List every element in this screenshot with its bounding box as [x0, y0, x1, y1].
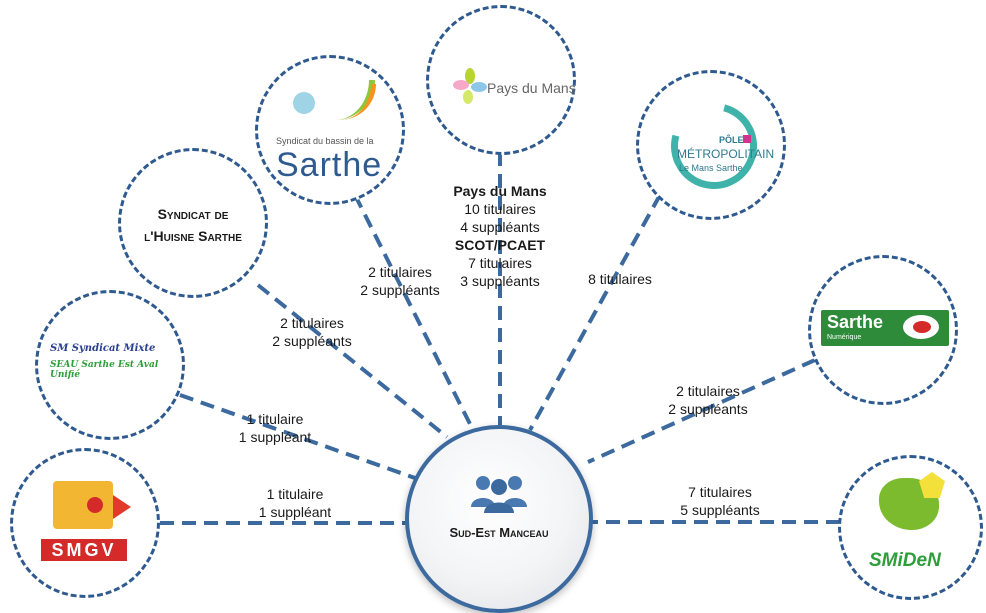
pays-logo-flower: [453, 68, 489, 104]
pole-logo-ring: [655, 87, 773, 205]
node-smiden: SMiDeN: [838, 455, 983, 600]
bassin-logo-text: Sarthe: [276, 146, 383, 184]
smgv-logo-text: SMGV: [41, 539, 127, 561]
node-huisne: Syndicat de l'Huisne Sarthe: [118, 148, 268, 298]
node-bassin: Syndicat du bassin de la Sarthe: [255, 55, 405, 205]
node-seau: SM Syndicat Mixte SEAU Sarthe Est Aval U…: [35, 290, 185, 440]
node-pole: PÔLE MÉTROPOLITAIN Le Mans Sarthe: [636, 70, 786, 220]
label-pays: Pays du Mans 10 titulaires 4 suppléants …: [453, 183, 547, 289]
label-smgv: 1 titulaire 1 suppléant: [258, 486, 332, 520]
connector-seau: [179, 393, 416, 480]
smiden-logo-text: SMiDeN: [869, 550, 941, 571]
center-title: Sud-Est Manceau: [449, 525, 549, 540]
numerique-logo: Sarthe Numérique: [821, 310, 949, 346]
huisne-line2: l'Huisne Sarthe: [144, 228, 242, 244]
connector-pole: [528, 194, 662, 431]
label-smiden: 7 titulaires 5 suppléants: [680, 484, 760, 518]
seau-logo: SM Syndicat Mixte SEAU Sarthe Est Aval U…: [50, 343, 159, 380]
label-pole: 8 titulaires: [588, 271, 652, 287]
smgv-cube-shape: [53, 481, 113, 529]
bassin-caption: Syndicat du bassin de la: [276, 136, 374, 146]
node-numerique: Sarthe Numérique: [808, 255, 958, 405]
bassin-logo-swoosh: [293, 80, 376, 125]
people-group-icon: [471, 476, 527, 513]
node-pays: Pays du Mans: [426, 5, 576, 155]
node-smgv: SMGV: [10, 448, 160, 598]
smgv-logo: SMGV: [41, 481, 133, 571]
label-huisne: 2 titulaires 2 suppléants: [272, 315, 352, 349]
center-node: Sud-Est Manceau: [405, 425, 593, 613]
huisne-line1: Syndicat de: [157, 206, 229, 222]
label-bassin: 2 titulaires 2 suppléants: [360, 264, 440, 298]
label-seau: 1 titulaire 1 suppléant: [238, 411, 312, 445]
label-numerique: 2 titulaires 2 suppléants: [668, 383, 748, 417]
connector-numerique: [587, 358, 816, 464]
pays-logo-text: Pays du Mans: [487, 80, 576, 96]
connector-huisne: [256, 283, 449, 439]
